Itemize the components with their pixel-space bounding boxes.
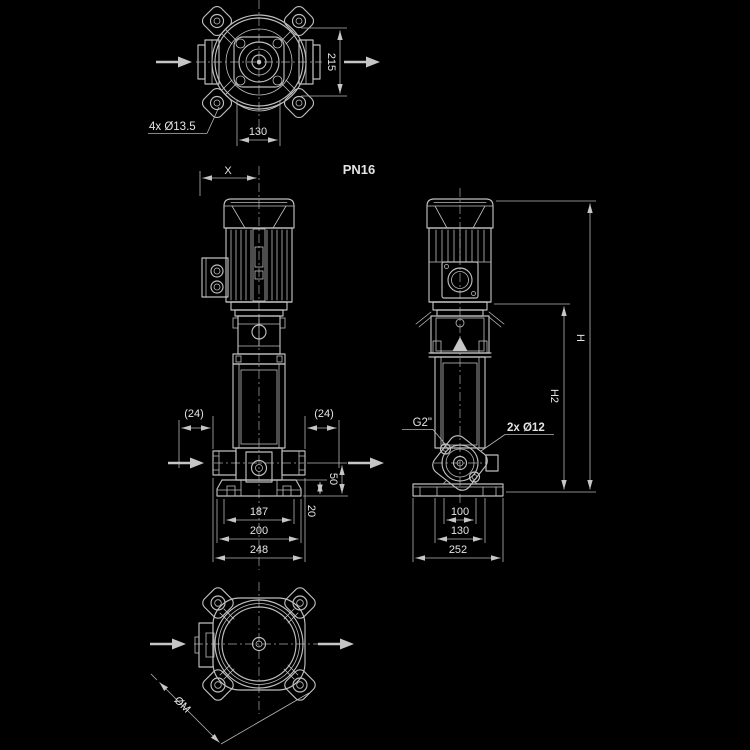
- flange-spokes: [221, 29, 297, 95]
- dim-base-depth-1: 100: [443, 498, 477, 524]
- dim-base-width-2: 200: [216, 499, 302, 543]
- side-view: G2" 2x Ø12 H2 H 100: [402, 188, 596, 562]
- motor-flange: [225, 301, 293, 317]
- dim-overall-width: 248: [212, 478, 306, 562]
- pressure-rating-label: PN16: [343, 162, 376, 177]
- dim-130-side-label: 130: [451, 525, 469, 537]
- dim-x-label: X: [224, 165, 232, 177]
- terminal-box: [201, 257, 229, 298]
- suction-stub: [197, 39, 220, 85]
- dim-overall-depth: 252: [412, 498, 504, 562]
- discharge-port: [281, 450, 306, 476]
- stage-stack-side: [434, 356, 486, 449]
- suction-port: [212, 450, 237, 476]
- dim-base-thickness: 20: [296, 479, 327, 517]
- thread-callout-label: G2": [413, 417, 432, 429]
- dim-pump-height: H2: [494, 303, 570, 490]
- dim-187-label: 187: [250, 506, 268, 518]
- dim-h-label: H: [574, 334, 586, 342]
- terminal-box-bottom: [194, 622, 215, 668]
- bolt-hole-callout: 4x Ø13.5: [148, 106, 220, 134]
- coupling-lantern-side: [430, 315, 490, 354]
- dim-215-label: 215: [325, 53, 337, 71]
- dim-252-label: 252: [449, 544, 467, 556]
- dim-20-label: 20: [305, 505, 317, 517]
- support-braces: [415, 311, 505, 328]
- dim-port-left: (24): [178, 408, 214, 468]
- bottom-view: ØM: [150, 582, 354, 745]
- flow-out-arrow: [344, 56, 380, 68]
- bolt-callout-side: 2x Ø12: [480, 422, 554, 452]
- dim-100-label: 100: [451, 506, 469, 518]
- base-plate: [216, 479, 302, 497]
- dim-overall-height: H: [496, 200, 596, 493]
- dim-base-width-1: 187: [223, 499, 295, 524]
- bolt-callout-side-label: 2x Ø12: [507, 422, 545, 434]
- dim-motor-width: X: [199, 165, 257, 196]
- dim-flange-height: 215: [301, 27, 347, 97]
- dim-248-label: 248: [250, 544, 268, 556]
- motor-fan-cover: [223, 198, 295, 229]
- dim-50-label: 50: [327, 473, 339, 485]
- dim-200-label: 200: [250, 525, 268, 537]
- front-view: X: [168, 165, 384, 570]
- dim-base-depth-2: 130: [434, 498, 486, 543]
- motor-body: [225, 227, 293, 303]
- dim-h2-label: H2: [548, 389, 560, 403]
- dim-port-height: 50: [303, 462, 348, 497]
- bolt-callout-label: 4x Ø13.5: [149, 121, 196, 133]
- port-flange-side: [432, 435, 499, 491]
- dim-port-width: 130: [236, 100, 281, 146]
- motor-fan-cover-side: [426, 198, 494, 229]
- top-view: 215 130 4x Ø13.5: [148, 0, 380, 146]
- dim-130-label: 130: [249, 126, 267, 138]
- flow-in-arrow-front: [168, 457, 204, 469]
- base-plate-side: [412, 483, 504, 497]
- dim-24-left-label: (24): [184, 408, 204, 420]
- discharge-stub: [298, 39, 321, 85]
- thread-callout: G2": [402, 417, 446, 445]
- dim-port-right: (24): [304, 408, 340, 468]
- motor-flange-side: [428, 301, 492, 317]
- terminal-box-side: [441, 261, 479, 299]
- flow-in-arrow-bottom: [150, 638, 186, 650]
- flow-out-arrow-bottom: [318, 638, 354, 650]
- flow-in-arrow: [156, 56, 192, 68]
- flow-out-arrow-front: [348, 457, 384, 469]
- dim-24-right-label: (24): [314, 408, 334, 420]
